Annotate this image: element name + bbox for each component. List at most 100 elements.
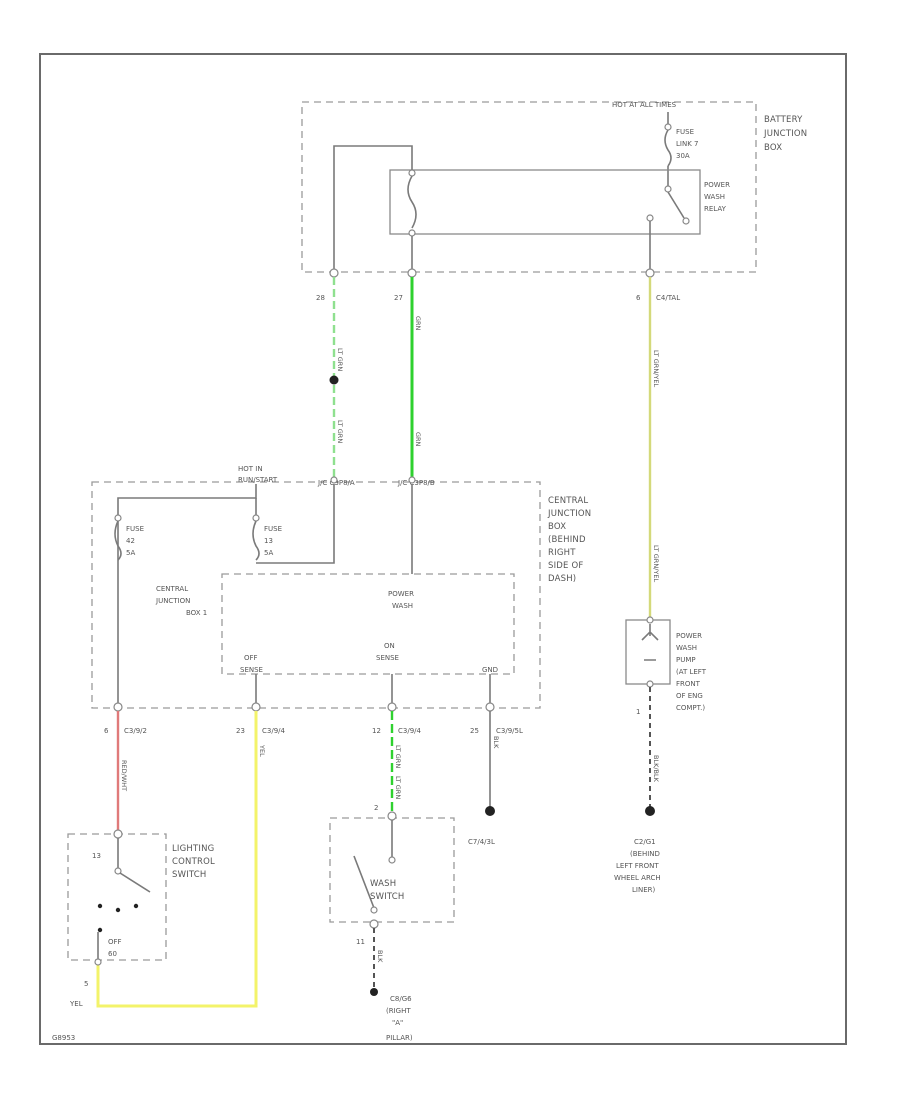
pump-label-7: COMPT.) [676, 704, 705, 712]
pump-ground-3: LEFT FRONT [616, 862, 659, 870]
pin-6: 6 [636, 294, 641, 302]
inner-jb-label-2: JUNCTION [155, 597, 190, 605]
battery-jb-label-3: BOX [764, 143, 782, 153]
battery-junction-box: HOT AT ALL TIMES BATTERY JUNCTION BOX FU… [301, 101, 807, 302]
central-jb-label-2: JUNCTION [547, 509, 591, 519]
diagram-frame [39, 53, 847, 1045]
power-wash-relay [389, 169, 701, 235]
off-label-2: SENSE [240, 666, 263, 674]
conn-c4-tal: C4/TAL [656, 294, 680, 302]
central-jb-label-1: CENTRAL [548, 496, 588, 506]
conn-jc-mid: J/C C3P8/B [397, 479, 435, 487]
pump-label-4: (AT LEFT [676, 668, 707, 676]
on-label-1: ON [384, 642, 395, 650]
lower-conn-3: C3/9/4 [398, 727, 422, 735]
central-jb-label-6: SIDE OF [548, 561, 584, 571]
upper-wires: LT GRN LT GRN GRN GRN LT GRN/YEL LT GRN/… [329, 277, 660, 620]
off-label-1: OFF [244, 654, 258, 662]
lighting-switch-wire: YEL [69, 1000, 83, 1008]
lower-pin-labels: 6 C3/9/2 23 C3/9/4 12 C3/9/4 25 C3/9/5L [104, 727, 523, 735]
relay-contact-icon [667, 191, 685, 219]
pump-pin: 1 [636, 708, 640, 716]
wire-label-blk-center: BLK [492, 736, 500, 749]
relay-label-2: WASH [704, 193, 725, 201]
pump-label-5: FRONT [676, 680, 701, 688]
fuse-13-label-1: FUSE [264, 525, 282, 533]
power-wash-pump: POWER WASH PUMP (AT LEFT FRONT OF ENG CO… [614, 616, 707, 894]
wash-switch-pin-bottom: 11 [356, 938, 365, 946]
lighting-switch-label-1: LIGHTING [172, 844, 214, 854]
wash-switch-label-1: WASH [370, 879, 396, 889]
central-jb-label-4: (BEHIND [548, 535, 586, 545]
fuse-42-label-3: 5A [126, 549, 135, 557]
pump-label-2: WASH [676, 644, 697, 652]
fuse-13-icon [252, 520, 260, 561]
lighting-switch-label-3: SWITCH [172, 870, 207, 880]
wash-ground-3: "A" [392, 1019, 403, 1027]
ground-icon-wash [370, 988, 378, 996]
wire-label-grn-lower-2: LT GRN [394, 776, 402, 799]
inner-jb-label-1: CENTRAL [156, 585, 188, 593]
fuse-42-icon [114, 520, 122, 561]
wire-label-lt-grn-yel-1: LT GRN/YEL [652, 350, 660, 387]
fuse-link-icon [664, 129, 672, 167]
wire-label-yel: YEL [258, 744, 266, 757]
lower-wires: RED/WHT YEL LT GRN LT GRN BLK C7/4/3L [96, 711, 500, 1008]
wash-switch-contact-icon [353, 855, 375, 909]
relay-label-1: POWER [704, 181, 730, 189]
lower-pin-4: 25 [470, 727, 479, 735]
hot-in-run-label-2: RUN/START [238, 476, 278, 484]
lower-pin-1: 6 [104, 727, 109, 735]
inner-jb-label-3: BOX 1 [186, 609, 207, 617]
pump-label-1: POWER [676, 632, 702, 640]
lower-pin-3: 12 [372, 727, 381, 735]
hot-in-run-label-1: HOT IN [238, 465, 263, 473]
relay-coil-icon [407, 175, 417, 229]
fuse-42-label-1: FUSE [126, 525, 144, 533]
ground-icon-center [485, 806, 495, 816]
pin-27: 27 [394, 294, 403, 302]
fuse-42-label-2: 42 [126, 537, 135, 545]
wash-switch: 2 WASH SWITCH 11 BLK C8/G6 (RIGHT "A" PI… [329, 804, 455, 1042]
wash-ground-2: (RIGHT [386, 1007, 411, 1015]
relay-label-3: RELAY [704, 205, 727, 213]
wire-label-lt-grn-yel-2: LT GRN/YEL [652, 545, 660, 582]
pump-ground-4: WHEEL ARCH [614, 874, 661, 882]
central-jb-label-5: RIGHT [548, 548, 576, 558]
wash-ground-4: PILLAR) [386, 1034, 413, 1042]
fuse-13-label-2: 13 [264, 537, 273, 545]
fuse-link-label-3: 30A [676, 152, 690, 160]
wash-ground-1: C8/G6 [390, 995, 412, 1003]
power-wash-label-1: POWER [388, 590, 414, 598]
pump-label-3: PUMP [676, 656, 696, 664]
wire-label-red: RED/WHT [120, 760, 128, 791]
wire-label-lt-grn-1: LT GRN [336, 348, 344, 371]
lighting-switch-off-2: 60 [108, 950, 117, 958]
central-junction-box: HOT IN RUN/START J/C C3P8/A J/C C3P8/B C… [91, 465, 591, 712]
wire-label-pump: BLK/BLK [652, 755, 660, 783]
wash-switch-label-2: SWITCH [370, 892, 405, 902]
central-jb-label-7: DASH) [548, 574, 576, 584]
ground-icon-pump [645, 806, 655, 816]
fuse-link-terminal-top [664, 123, 672, 131]
gnd-label: GND [482, 666, 498, 674]
lower-pin-2: 23 [236, 727, 245, 735]
fuse-link-label-1: FUSE [676, 128, 694, 136]
wire-yel [96, 711, 258, 1008]
lighting-switch-off-1: OFF [108, 938, 122, 946]
lighting-control-switch: 13 LIGHTING CONTROL SWITCH OFF 60 5 YEL [67, 829, 215, 1008]
hot-at-all-times-label: HOT AT ALL TIMES [612, 101, 677, 109]
diagram-id: G8953 [52, 1034, 75, 1042]
wire-label-grn-2: GRN [414, 432, 422, 447]
pump-body [625, 619, 671, 685]
pump-label-6: OF ENG [676, 692, 703, 700]
pump-ground-1: C2/G1 [634, 838, 656, 846]
fuse-link-label-2: LINK 7 [676, 140, 698, 148]
lighting-switch-label-2: CONTROL [172, 857, 215, 867]
central-jb-label-3: BOX [548, 522, 566, 532]
ground-center-label: C7/4/3L [468, 838, 495, 846]
lighting-switch-contact-icon [119, 872, 151, 893]
wire-label-grn-lower-1: LT GRN [394, 745, 402, 768]
wire-label-blk-wash: BLK [376, 950, 384, 963]
lower-conn-1: C3/9/2 [124, 727, 147, 735]
